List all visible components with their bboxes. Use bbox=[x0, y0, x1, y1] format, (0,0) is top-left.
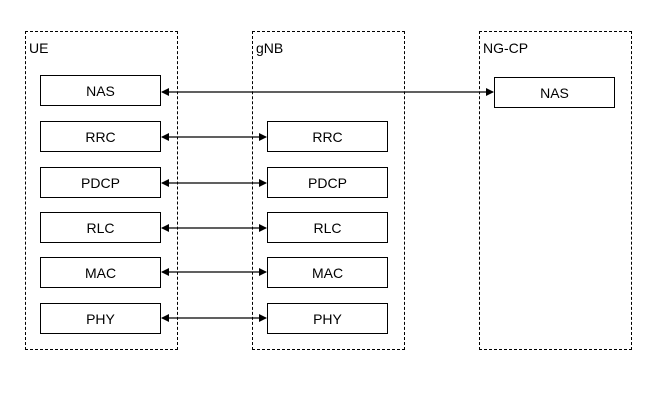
ue-mac-box: MAC bbox=[40, 257, 161, 288]
ue-rlc-box: RLC bbox=[40, 212, 161, 243]
ue-rrc-box: RRC bbox=[40, 121, 161, 152]
ue-group-label: UE bbox=[29, 40, 49, 56]
gnb-group-label: gNB bbox=[256, 40, 284, 56]
ngcp-group: NG-CP bbox=[479, 31, 632, 350]
gnb-phy-box: PHY bbox=[267, 303, 388, 334]
ue-group: UE bbox=[25, 31, 178, 350]
gnb-pdcp-box: PDCP bbox=[267, 167, 388, 198]
ue-nas-box: NAS bbox=[40, 75, 161, 106]
gnb-mac-box: MAC bbox=[267, 257, 388, 288]
ngcp-group-label: NG-CP bbox=[483, 40, 529, 56]
gnb-group: gNB bbox=[252, 31, 405, 350]
ngcp-nas-box: NAS bbox=[494, 77, 615, 108]
ue-phy-box: PHY bbox=[40, 303, 161, 334]
gnb-rlc-box: RLC bbox=[267, 212, 388, 243]
gnb-rrc-box: RRC bbox=[267, 121, 388, 152]
ue-pdcp-box: PDCP bbox=[40, 167, 161, 198]
